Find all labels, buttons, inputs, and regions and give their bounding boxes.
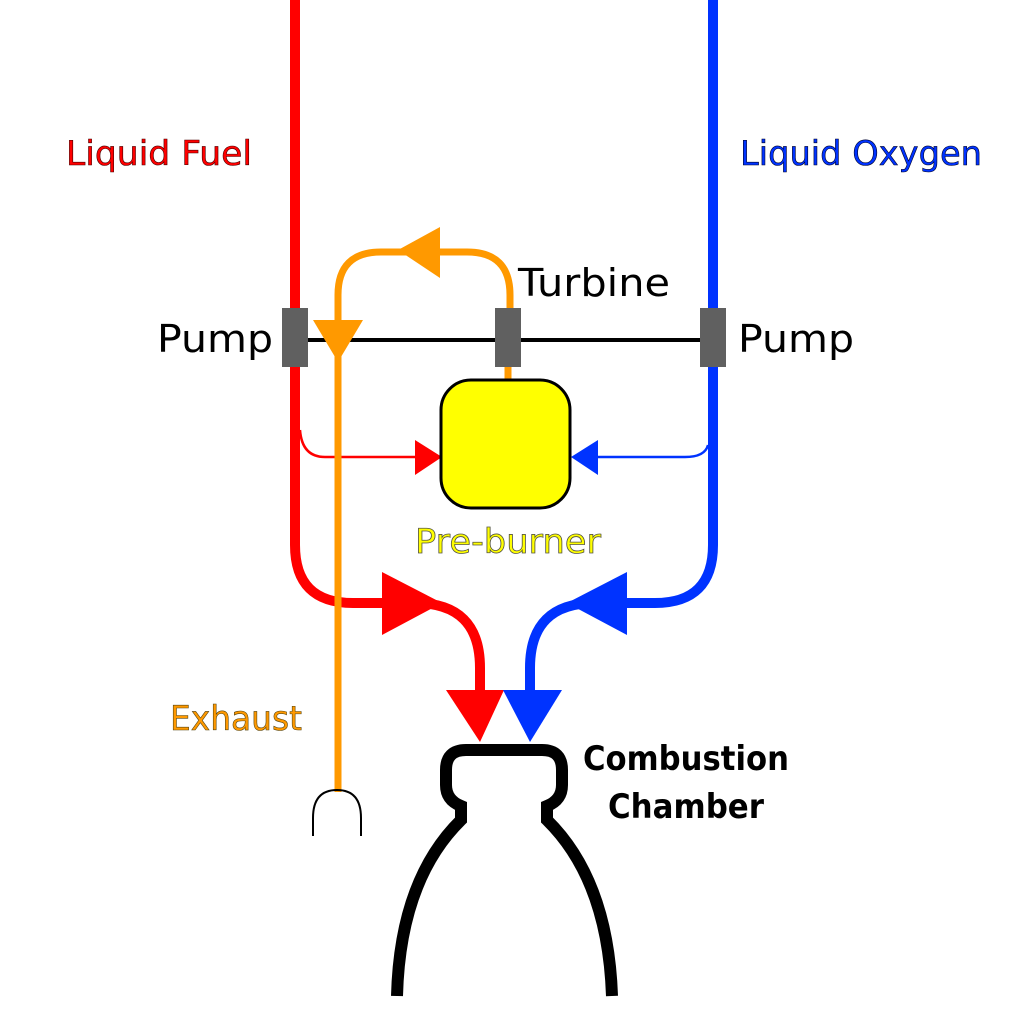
turbine-block	[495, 308, 521, 367]
oxygen-arrow-left	[567, 572, 627, 635]
exhaust-nozzle-icon	[312, 788, 362, 836]
pump-right-label: Pump	[738, 317, 854, 361]
oxygen-feed-line	[592, 444, 710, 459]
fuel-feed-arrow	[415, 440, 442, 475]
pre-burner-box	[439, 378, 572, 510]
exhaust-arrow-left	[398, 227, 440, 278]
liquid-oxygen-label: Liquid Oxygen	[740, 134, 982, 174]
combustion-chamber-label-line1: Combustion	[583, 739, 789, 779]
fuel-feed-line	[298, 429, 420, 459]
pre-burner-label: Pre-burner	[415, 522, 601, 562]
liquid-fuel-label: Liquid Fuel	[66, 134, 252, 174]
fuel-arrow-right	[382, 572, 442, 635]
pump-left-block	[282, 308, 308, 367]
exhaust-label: Exhaust	[170, 699, 302, 739]
combustion-chamber	[391, 744, 618, 997]
pump-left-label: Pump	[157, 317, 273, 361]
pump-right-block	[700, 308, 726, 367]
fuel-arrow-down	[446, 690, 504, 742]
exhaust-arrow-down	[313, 320, 363, 362]
combustion-chamber-label-line2: Chamber	[608, 787, 764, 827]
oxygen-feed-arrow	[571, 440, 598, 475]
oxygen-arrow-down	[503, 690, 562, 742]
turbine-label: Turbine	[517, 261, 670, 305]
